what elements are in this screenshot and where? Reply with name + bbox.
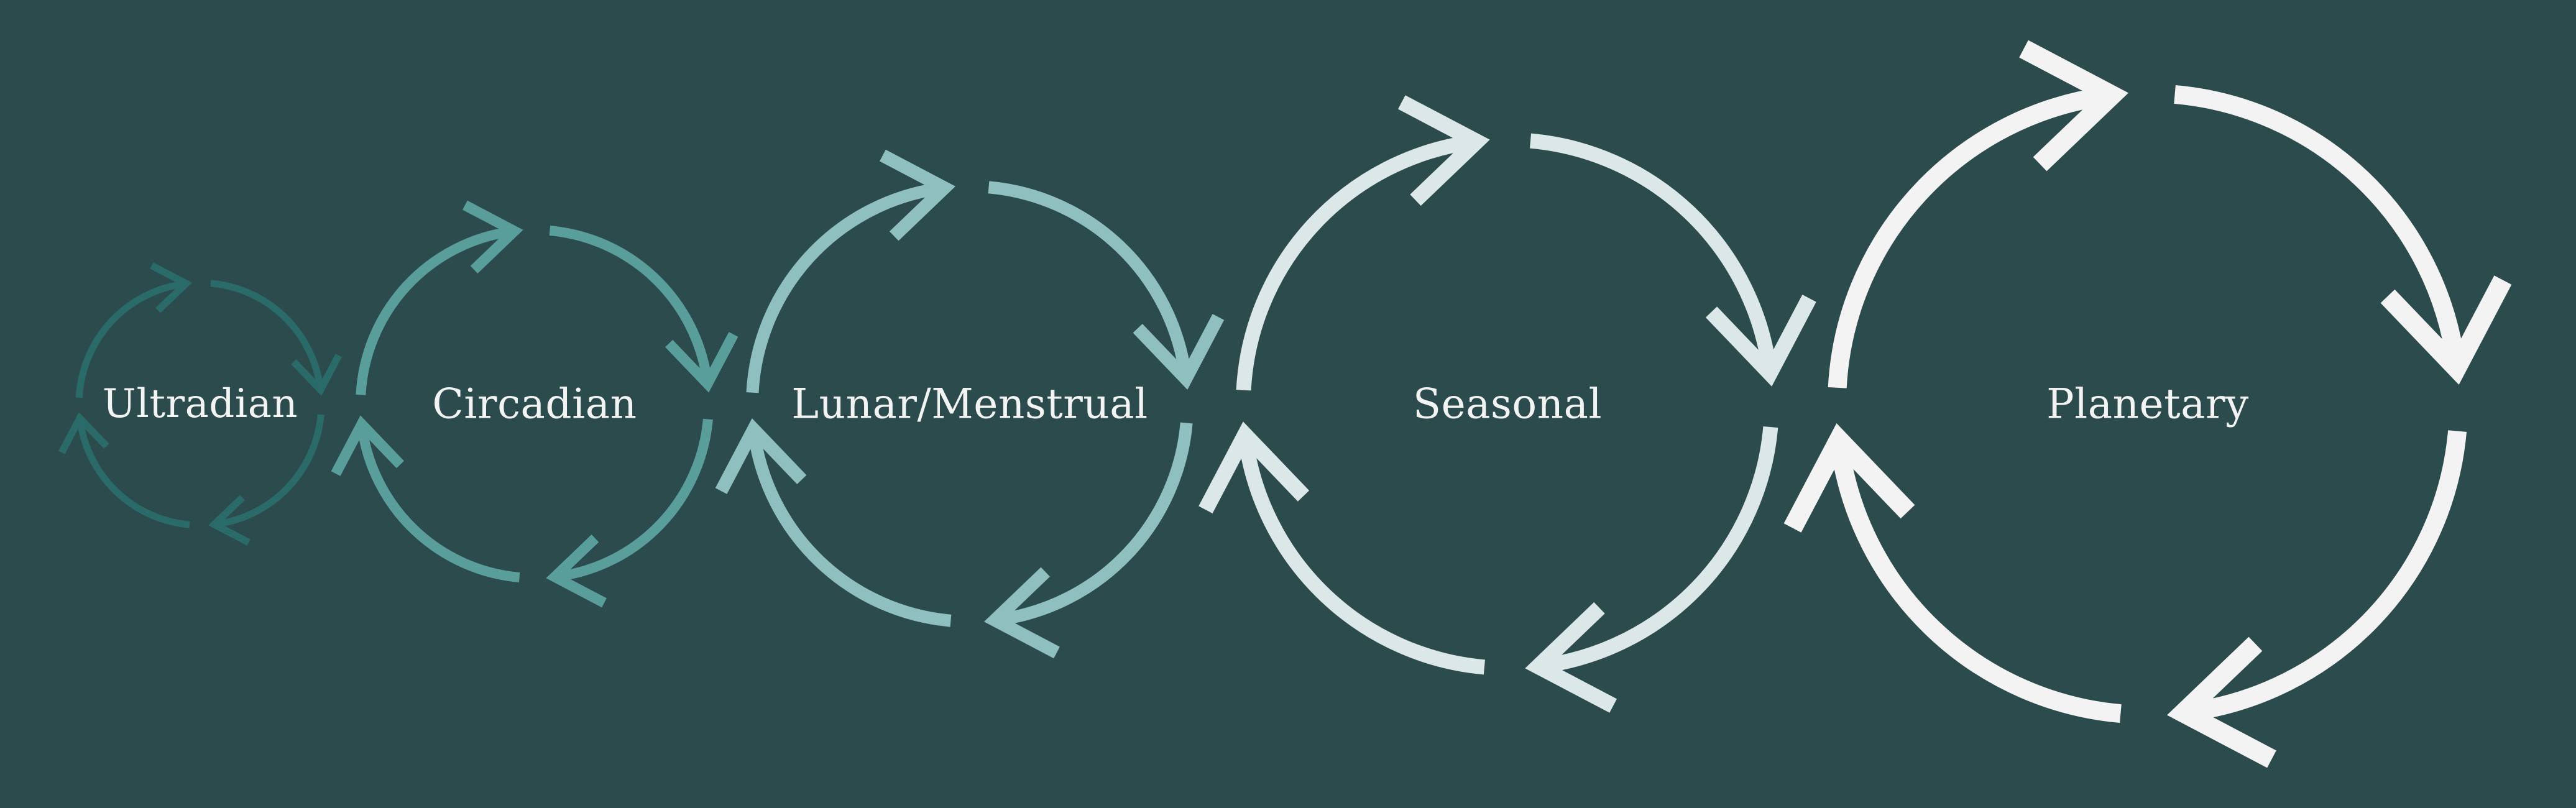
cycle-5: Planetary: [1783, 40, 2512, 768]
arrowhead-icon: [331, 415, 404, 476]
arrowhead-icon: [2380, 275, 2512, 385]
cycle-label: Circadian: [432, 380, 637, 428]
cycle-3: Lunar/Menstrual: [715, 149, 1225, 659]
cycle-arc: [75, 280, 184, 398]
cycle-arc: [210, 280, 324, 388]
arrowhead-icon: [462, 200, 523, 273]
cycle-arc: [1831, 446, 2122, 723]
arrowhead-icon: [1705, 294, 1816, 387]
arrowhead-icon: [208, 495, 251, 546]
cycle-arc: [988, 181, 1192, 375]
arrowhead-icon: [715, 418, 807, 494]
cycle-arc: [1236, 135, 1472, 391]
cycle-arc: [1529, 133, 1777, 369]
cycle-arc: [549, 226, 712, 381]
cycle-label: Planetary: [2046, 380, 2249, 428]
cycle-1: Ultradian: [58, 262, 342, 546]
arrowhead-icon: [58, 411, 109, 454]
cycle-4: Seasonal: [1198, 95, 1816, 713]
arrowhead-icon: [546, 535, 607, 608]
cycle-arc: [216, 414, 324, 528]
cycle-arc: [748, 433, 952, 627]
cycle-arc: [1828, 87, 2106, 388]
arrowhead-icon: [1198, 421, 1310, 514]
arrowhead-icon: [880, 149, 956, 241]
cycle-arc: [357, 427, 520, 582]
arrowhead-icon: [2167, 636, 2276, 768]
arrowhead-icon: [2019, 40, 2128, 172]
arrowhead-icon: [665, 332, 738, 393]
cycle-arc: [999, 422, 1193, 626]
cycle-arc: [746, 182, 941, 393]
arrowhead-icon: [1783, 423, 1915, 533]
arrowhead-icon: [1397, 95, 1490, 206]
cycle-arc: [76, 420, 190, 528]
cycle-label: Lunar/Menstrual: [791, 380, 1148, 428]
cycle-2: Circadian: [331, 200, 738, 608]
cycle-label: Ultradian: [103, 381, 298, 427]
cycle-arc: [1238, 439, 1486, 675]
cycle-arc: [356, 226, 512, 395]
cycle-arc: [2174, 85, 2465, 362]
arrowhead-icon: [150, 262, 193, 313]
arrowhead-icon: [983, 567, 1060, 659]
cycle-arc: [1543, 426, 1778, 673]
arrowhead-icon: [1525, 602, 1617, 713]
cycle-arc: [558, 418, 713, 582]
arrowhead-icon: [291, 354, 342, 397]
cycle-label: Seasonal: [1413, 380, 1602, 428]
arrowhead-icon: [1133, 314, 1225, 390]
cycle-arc: [2189, 430, 2467, 721]
